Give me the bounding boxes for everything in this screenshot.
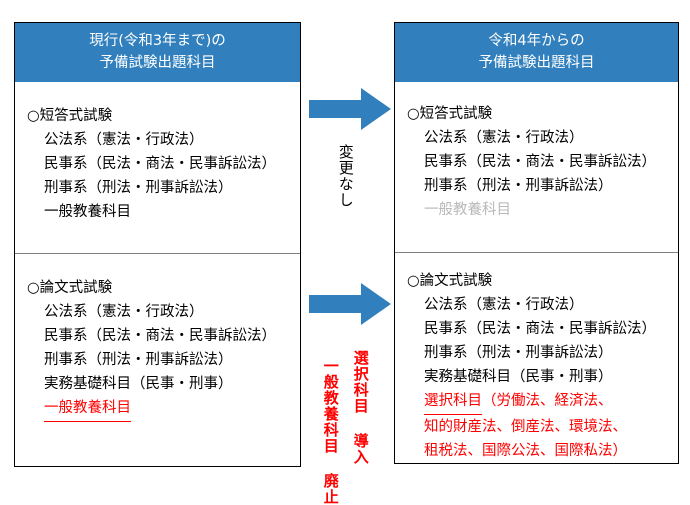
left-tanto-title: ○短答式試験 <box>27 108 113 124</box>
right-ronbun-item-1: 民事系（民法・商法・民事訴訟法） <box>424 321 656 337</box>
annotation-ippan-abolish: 一般教養科目 廃止 <box>321 358 340 505</box>
left-tanto-item-0: 公法系（憲法・行政法） <box>44 132 204 148</box>
left-ronbun-highlight-item: 一般教養科目 <box>44 396 131 422</box>
left-ronbun-title: ○論文式試験 <box>27 280 113 296</box>
left-header-line-2: 予備試験出題科目 <box>99 55 216 71</box>
left-tanto-item-3: 一般教養科目 <box>44 204 131 220</box>
right-header-line-1: 令和4年からの <box>488 33 585 49</box>
left-header-line-1: 現行(令和3年まで)の <box>89 33 226 49</box>
right-ronbun-highlight-row-3: 租税法、国際公法、国際私法） <box>424 443 627 459</box>
right-tanto-section: ○短答式試験 公法系（憲法・行政法） 民事系（民法・商法・民事訴訟法） 刑事系（… <box>395 82 678 252</box>
left-column-current: 現行(令和3年まで)の 予備試験出題科目 ○短答式試験 公法系（憲法・行政法） … <box>14 22 301 467</box>
annotation-no-change: 変更なし <box>336 144 355 208</box>
right-tanto-item-2: 刑事系（刑法・刑事訴訟法） <box>424 178 613 194</box>
left-tanto-item-1: 民事系（民法・商法・民事訴訟法） <box>44 156 276 172</box>
right-tanto-title: ○短答式試験 <box>407 106 493 122</box>
right-tanto-item-1: 民事系（民法・商法・民事訴訟法） <box>424 154 656 170</box>
right-column-header: 令和4年からの 予備試験出題科目 <box>395 23 678 82</box>
right-tanto-item-0: 公法系（憲法・行政法） <box>424 130 584 146</box>
right-ronbun-title: ○論文式試験 <box>407 273 493 289</box>
right-ronbun-highlight-row-2: 知的財産法、倒産法、環境法、 <box>424 419 627 435</box>
right-header-line-2: 予備試験出題科目 <box>478 55 595 71</box>
right-ronbun-highlight-label: 選択科目 <box>424 389 482 415</box>
annotation-sentaku-intro: 選択科目 導入 <box>351 350 370 465</box>
right-ronbun-highlight-row-1: 選択科目（労働法、経済法、 <box>407 389 678 415</box>
right-ronbun-item-2: 刑事系（刑法・刑事訴訟法） <box>424 345 613 361</box>
left-ronbun-item-2: 刑事系（刑法・刑事訴訟法） <box>44 352 233 368</box>
left-ronbun-item-1: 民事系（民法・商法・民事訴訟法） <box>44 328 276 344</box>
left-tanto-section: ○短答式試験 公法系（憲法・行政法） 民事系（民法・商法・民事訴訟法） 刑事系（… <box>15 82 300 253</box>
left-ronbun-item-0: 公法系（憲法・行政法） <box>44 304 204 320</box>
right-arrow-icon <box>309 283 391 325</box>
right-arrow-icon <box>309 88 391 130</box>
left-tanto-item-2: 刑事系（刑法・刑事訴訟法） <box>44 180 233 196</box>
right-column-new: 令和4年からの 予備試験出題科目 ○短答式試験 公法系（憲法・行政法） 民事系（… <box>394 22 679 464</box>
left-column-header: 現行(令和3年まで)の 予備試験出題科目 <box>15 23 300 82</box>
left-ronbun-item-3: 実務基礎科目（民事・刑事） <box>44 376 233 392</box>
left-ronbun-highlight-row: 一般教養科目 <box>27 396 300 422</box>
right-ronbun-item-0: 公法系（憲法・行政法） <box>424 297 584 313</box>
right-ronbun-item-3: 実務基礎科目（民事・刑事） <box>424 369 613 385</box>
right-tanto-dim-item: 一般教養科目 <box>424 202 511 218</box>
right-ronbun-section: ○論文式試験 公法系（憲法・行政法） 民事系（民法・商法・民事訴訟法） 刑事系（… <box>395 252 678 463</box>
right-ronbun-highlight-rest: （労働法、経済法、 <box>482 393 613 409</box>
left-ronbun-section: ○論文式試験 公法系（憲法・行政法） 民事系（民法・商法・民事訴訟法） 刑事系（… <box>15 253 300 422</box>
